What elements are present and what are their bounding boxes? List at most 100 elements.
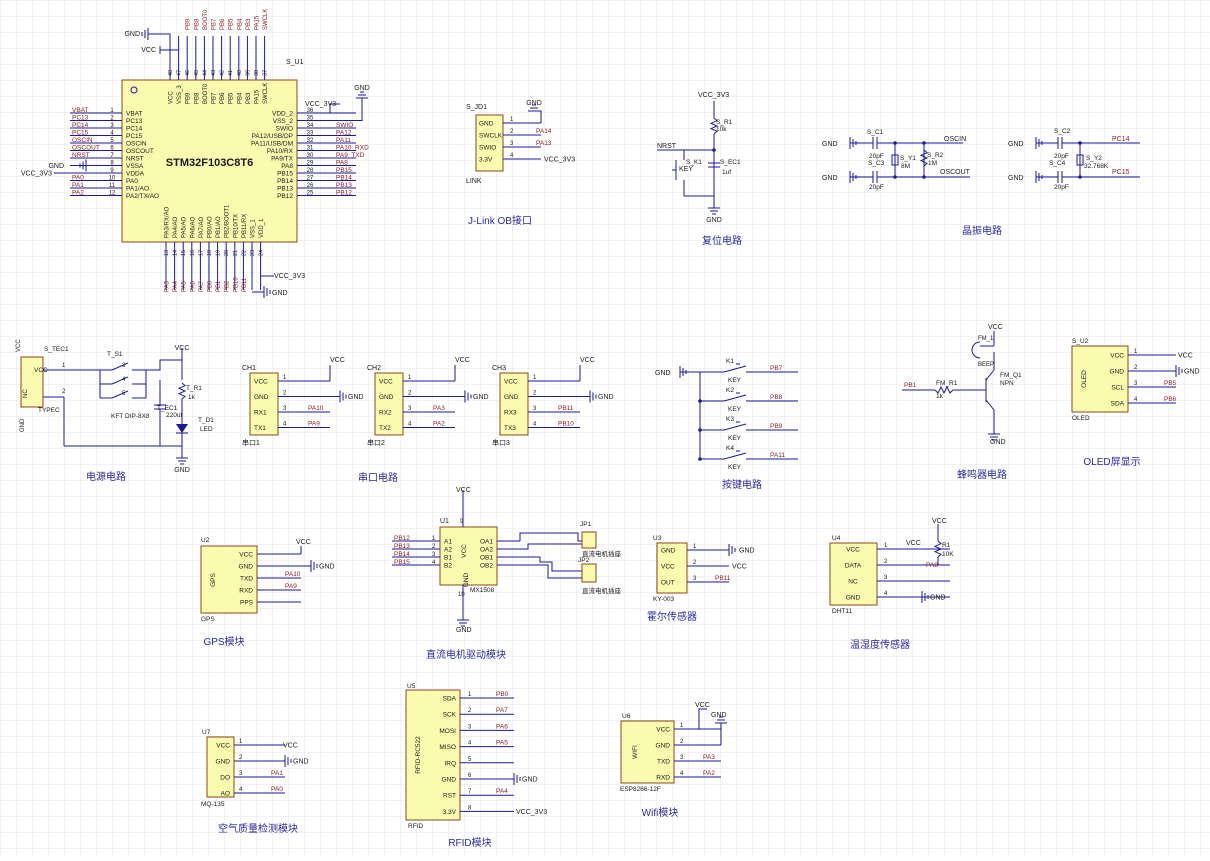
mcu-left-pin-name: PC13 xyxy=(126,118,143,125)
jlink-pin-num: 3 xyxy=(510,141,514,147)
mcu-top-net: PB8 xyxy=(194,18,200,30)
mcu-right-pin-name: PA10/RX xyxy=(267,148,294,155)
uart-tag: 串口1 xyxy=(242,439,260,447)
uart-pin-num: 2 xyxy=(283,391,287,397)
mcu-top-pin-num: 47 xyxy=(177,70,183,76)
junction-dot xyxy=(698,399,702,403)
switch-pin-num: 5 xyxy=(122,391,126,397)
key-switch xyxy=(723,365,747,373)
dht-pin-name: GND xyxy=(846,595,861,602)
buzzer-r-val: 1k xyxy=(936,393,944,400)
buzzer-title: 蜂鸣器电路 xyxy=(957,468,1007,481)
uart-gnd: GND xyxy=(473,394,489,401)
rfid-pin-name: MISO xyxy=(439,744,456,751)
mcu-bottom-net: PB1 xyxy=(216,280,222,292)
buzzer-resistor xyxy=(934,385,954,395)
transistor xyxy=(985,399,995,411)
hall-pin-num: 1 xyxy=(693,544,697,550)
xtal-c1: S_C1 xyxy=(867,129,884,136)
hall-module xyxy=(656,542,688,594)
mcu-right-pin-num: 31 xyxy=(307,146,314,152)
mcu-bottom-pin-num: 23 xyxy=(250,250,256,256)
hall-pin-name: GND xyxy=(661,548,676,555)
switch-contact xyxy=(111,362,129,371)
dht-tag: DHT11 xyxy=(832,608,852,615)
mcu-left-pin-num: 9 xyxy=(110,168,114,174)
oled-pin-name: SDA xyxy=(1111,401,1125,408)
jlink-net: PA13 xyxy=(536,140,552,147)
power-sw-ref: T_S1 xyxy=(107,351,123,358)
rfid-body: RFID-RC522 xyxy=(415,736,422,774)
xtal-c2v: 20pF xyxy=(1054,153,1069,160)
motor-gnd-inner: GND xyxy=(463,572,470,587)
uart-pin-name: RX3 xyxy=(504,410,517,417)
mcu-top-pin-num: 37 xyxy=(263,70,269,76)
rfid-pin-num: 8 xyxy=(468,805,472,811)
uart-pin-name: GND xyxy=(254,394,269,401)
mcu-left-pin-num: 11 xyxy=(109,183,116,189)
mcu-right-pin-num: 29 xyxy=(307,161,314,167)
mcu-top-pin-name: VSS_3 xyxy=(177,85,183,104)
wire xyxy=(520,556,588,572)
keys-title: 按键电路 xyxy=(722,478,762,491)
mcu-body xyxy=(121,79,298,243)
uart-pin-name: RX2 xyxy=(379,410,392,417)
mcu-left-pin-num: 3 xyxy=(110,123,114,129)
rfid-pin-name: RST xyxy=(443,793,456,800)
oled-title: OLED屏显示 xyxy=(1083,456,1140,468)
rfid-title: RFID模块 xyxy=(448,837,491,849)
uart-pin-num: 3 xyxy=(283,406,287,412)
rfid-net: PA7 xyxy=(496,707,508,714)
xtal-gnd-3: GND xyxy=(1008,141,1024,148)
uart-pin-name: GND xyxy=(379,394,394,401)
typec-vcc-pin: VCC xyxy=(34,367,48,374)
mcu-top-pin-name: PB9 xyxy=(186,92,192,104)
motor-driver-ic xyxy=(439,526,498,586)
mcu-top-net: PB7 xyxy=(212,18,218,30)
mcu-right-pin-num: 34 xyxy=(307,123,314,129)
switch-pin-num: 3 xyxy=(122,363,126,369)
mcu-top-pin-name: VCC xyxy=(169,91,175,104)
uart-net: PB11 xyxy=(558,405,574,412)
buzzer-net: PB1 xyxy=(904,382,917,389)
uart-pin-name: GND xyxy=(504,394,519,401)
rfid-pin-name: SDA xyxy=(443,696,457,703)
mcu-top-pin-num: 45 xyxy=(194,70,200,76)
dht-r-vcc: VCC xyxy=(932,518,947,525)
wifi-body: WIFI xyxy=(632,745,639,759)
mcu-right-pin-num: 27 xyxy=(307,176,314,182)
gps-body-tag: GPS xyxy=(210,572,217,586)
xtal-r2-ref: S_R2 xyxy=(927,152,944,159)
rfid-ref: U5 xyxy=(407,683,416,690)
gps-pin-name: GND xyxy=(239,564,254,571)
oled-pin-num: 3 xyxy=(1134,381,1138,387)
motor-left-num: 1 xyxy=(432,536,436,542)
mcu-left-pin-name: PA1/AO xyxy=(126,186,149,193)
mcu-name: STM32F103C8T6 xyxy=(166,157,253,169)
xtal-c1v: 20pF xyxy=(869,153,884,160)
key-net: PA11 xyxy=(770,452,785,459)
key-switch xyxy=(723,394,747,402)
gps-gnd: GND xyxy=(319,564,335,571)
xtal-gnd-1: GND xyxy=(822,141,838,148)
reset-r-val: 10k xyxy=(716,126,727,133)
jlink-tag: LINK xyxy=(466,178,482,185)
wifi-pin-name: GND xyxy=(656,743,671,750)
mcu-bottom-pin-num: 15 xyxy=(181,250,187,256)
mcu-bottom-gnd-label: GND xyxy=(272,290,288,297)
hall-gnd: GND xyxy=(739,548,755,555)
mcu-left-pin-name: PC14 xyxy=(126,126,143,133)
rfid-pin-num: 3 xyxy=(468,724,472,730)
key-val: KEY xyxy=(728,464,742,471)
key-net: PB9 xyxy=(770,423,783,430)
uart-net: PB10 xyxy=(558,421,574,428)
motor-socket-jp1 xyxy=(581,531,597,549)
oled-pin-num: 2 xyxy=(1134,365,1138,371)
dht-net: PA8 xyxy=(926,562,938,569)
rfid-pin-num: 6 xyxy=(468,773,472,779)
mcu-bottom-net: PB11 xyxy=(242,277,248,292)
key-ref: K2 xyxy=(726,387,734,394)
mq-pin-num: 1 xyxy=(239,739,243,745)
typec-connector xyxy=(20,356,44,408)
reset-gnd-label: GND xyxy=(706,217,722,224)
